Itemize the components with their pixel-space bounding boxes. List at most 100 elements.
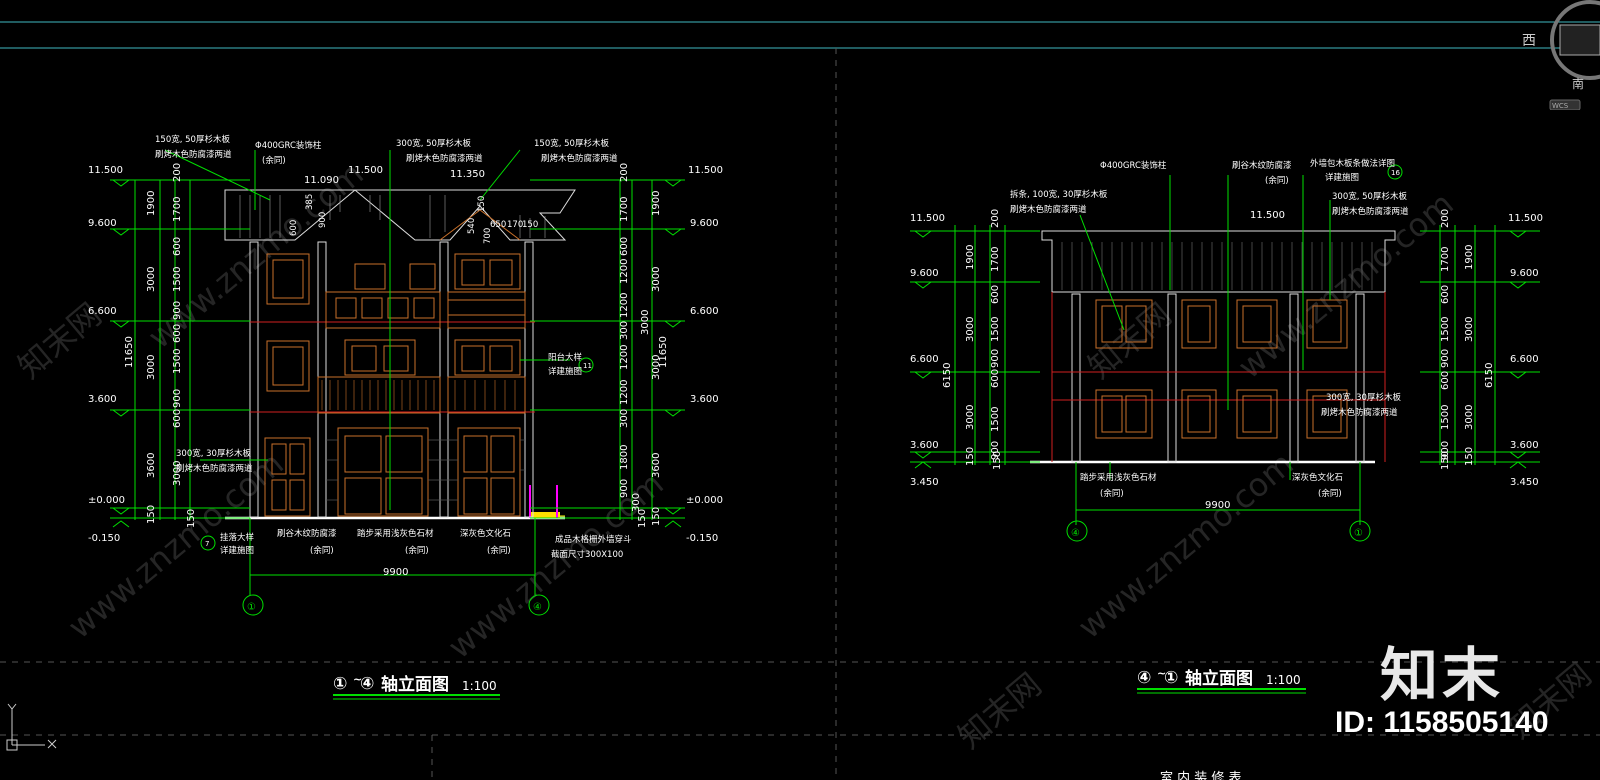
svg-text:3000: 3000 bbox=[965, 317, 976, 342]
svg-text:150: 150 bbox=[522, 220, 538, 230]
r-level-r-1: 11.500 bbox=[1508, 213, 1543, 224]
svg-text:200: 200 bbox=[172, 163, 183, 182]
svg-text:150: 150 bbox=[186, 509, 197, 528]
svg-text:900: 900 bbox=[172, 301, 183, 320]
ucs-icon bbox=[6, 703, 57, 751]
right-windows bbox=[1095, 299, 1348, 439]
svg-text:1500: 1500 bbox=[990, 407, 1001, 432]
r-level-l-5: 3.450 bbox=[910, 477, 939, 488]
axis-bubble-4 bbox=[528, 594, 550, 616]
right-elevation[interactable]: 11.500 9.600 6.600 3.600 3.450 11.500 9.… bbox=[910, 158, 1543, 694]
svg-text:~: ~ bbox=[1157, 667, 1166, 680]
watermark-cn-3: 知末网 bbox=[1081, 295, 1179, 386]
svg-text:1500: 1500 bbox=[1440, 405, 1451, 430]
brand-logo: 知末 bbox=[1380, 641, 1505, 709]
svg-text:1500: 1500 bbox=[990, 317, 1001, 342]
level-r-4: 3.600 bbox=[690, 394, 719, 405]
svg-text:150: 150 bbox=[1440, 451, 1451, 470]
svg-text:11650: 11650 bbox=[124, 336, 135, 368]
svg-text:Φ400GRC装饰柱: Φ400GRC装饰柱 bbox=[255, 140, 322, 151]
svg-text:150: 150 bbox=[477, 196, 487, 212]
svg-text:150: 150 bbox=[146, 505, 157, 524]
axis-label-1: ① bbox=[247, 602, 256, 613]
roof-level-1: 11.500 bbox=[348, 165, 383, 176]
svg-text:1900: 1900 bbox=[146, 191, 157, 216]
svg-text:3000: 3000 bbox=[146, 267, 157, 292]
columns bbox=[249, 241, 534, 518]
axis-bubble-1 bbox=[242, 594, 264, 616]
windows bbox=[264, 253, 521, 517]
svg-text:轴立面图: 轴立面图 bbox=[381, 674, 449, 695]
level-r-6: -0.150 bbox=[686, 533, 718, 544]
svg-text:200: 200 bbox=[990, 209, 1001, 228]
level-r-1: 11.500 bbox=[688, 165, 723, 176]
svg-text:300宽, 30厚杉木板: 300宽, 30厚杉木板 bbox=[1326, 392, 1401, 403]
svg-text:刷谷木纹防腐漆: 刷谷木纹防腐漆 bbox=[277, 528, 337, 539]
svg-text:600: 600 bbox=[172, 237, 183, 256]
right-notes: Φ400GRC装饰柱 刷谷木纹防腐漆 (余同) 外墙包木板条做法详图 详建施图 … bbox=[1010, 158, 1409, 499]
level-markers-left bbox=[112, 179, 682, 528]
svg-text:11650: 11650 bbox=[658, 336, 669, 368]
left-elevation[interactable]: 11.500 9.600 6.600 3.600 ±0.000 -0.150 1… bbox=[88, 134, 723, 700]
level-l-2: 9.600 bbox=[88, 218, 117, 229]
svg-text:3000: 3000 bbox=[965, 405, 976, 430]
svg-text:1200: 1200 bbox=[619, 380, 630, 405]
r-level-l-2: 9.600 bbox=[910, 268, 939, 279]
roof-level-2: 11.090 bbox=[304, 175, 339, 186]
svg-text:~: ~ bbox=[353, 673, 362, 686]
viewcube-compass[interactable]: 西 南 WCS bbox=[1520, 0, 1600, 110]
svg-text:刷烤木色防腐漆两道: 刷烤木色防腐漆两道 bbox=[1332, 206, 1409, 217]
svg-text:(余同): (余同) bbox=[405, 545, 429, 556]
roof-level-3: 11.350 bbox=[450, 169, 485, 180]
level-l-4: 3.600 bbox=[88, 394, 117, 405]
svg-text:700: 700 bbox=[483, 228, 493, 244]
wcs-label[interactable]: WCS bbox=[1552, 102, 1569, 110]
svg-text:385: 385 bbox=[305, 194, 315, 210]
svg-text:刷谷木纹防腐漆: 刷谷木纹防腐漆 bbox=[1232, 160, 1292, 171]
svg-text:(余同): (余同) bbox=[1318, 488, 1342, 499]
svg-text:600: 600 bbox=[619, 237, 630, 256]
svg-text:(余同): (余同) bbox=[262, 155, 286, 166]
svg-text:1900: 1900 bbox=[965, 245, 976, 270]
svg-text:150宽, 50厚杉木板: 150宽, 50厚杉木板 bbox=[534, 138, 609, 149]
svg-text:900: 900 bbox=[172, 389, 183, 408]
svg-text:6150: 6150 bbox=[942, 363, 953, 388]
svg-text:1900: 1900 bbox=[651, 191, 662, 216]
level-l-3: 6.600 bbox=[88, 306, 117, 317]
svg-text:900: 900 bbox=[990, 441, 1001, 460]
dimension-lines-right bbox=[910, 175, 1540, 525]
svg-text:④: ④ bbox=[1137, 668, 1151, 688]
right-elevation-title: ④ ~ ① 轴立面图 1:100 bbox=[1137, 667, 1306, 694]
svg-text:7: 7 bbox=[205, 540, 209, 548]
span-dim-left: 9900 bbox=[383, 567, 408, 578]
svg-text:刷烤木色防腐漆两道: 刷烤木色防腐漆两道 bbox=[406, 153, 483, 164]
svg-text:成品木格栅外墙穿斗: 成品木格栅外墙穿斗 bbox=[555, 534, 632, 545]
svg-text:150: 150 bbox=[965, 447, 976, 466]
svg-text:600: 600 bbox=[990, 369, 1001, 388]
svg-text:300宽, 30厚杉木板: 300宽, 30厚杉木板 bbox=[176, 448, 251, 459]
compass-west[interactable]: 西 bbox=[1522, 33, 1536, 49]
svg-text:600: 600 bbox=[289, 220, 299, 236]
left-vertical-dims: 1900 3000 3000 3600 150 11650 200 1700 6… bbox=[124, 163, 669, 528]
svg-text:(余同): (余同) bbox=[1100, 488, 1124, 499]
svg-text:600: 600 bbox=[172, 324, 183, 343]
svg-text:1800: 1800 bbox=[619, 445, 630, 470]
svg-text:(余同): (余同) bbox=[310, 545, 334, 556]
right-vertical-dims: 1900 6150 150 200 1700 600 3000 900 1500… bbox=[942, 209, 1495, 470]
level-l-1: 11.500 bbox=[88, 165, 123, 176]
svg-text:Φ400GRC装饰柱: Φ400GRC装饰柱 bbox=[1100, 160, 1167, 171]
r-level-r-2: 9.600 bbox=[1510, 268, 1539, 279]
svg-text:刷烤木色防腐漆两道: 刷烤木色防腐漆两道 bbox=[176, 463, 253, 474]
svg-text:1900: 1900 bbox=[1464, 245, 1475, 270]
svg-text:3000: 3000 bbox=[1464, 405, 1475, 430]
left-elevation-title: ① ~ ④ 轴立面图 1:100 bbox=[333, 673, 500, 700]
svg-text:④: ④ bbox=[360, 674, 374, 694]
svg-text:150: 150 bbox=[651, 507, 662, 526]
svg-text:200: 200 bbox=[619, 163, 630, 182]
svg-text:300宽, 50厚杉木板: 300宽, 50厚杉木板 bbox=[1332, 191, 1407, 202]
svg-text:1700: 1700 bbox=[172, 197, 183, 222]
compass-south[interactable]: 南 bbox=[1572, 76, 1584, 91]
svg-text:300: 300 bbox=[619, 321, 630, 340]
r-level-r-5: 3.450 bbox=[1510, 477, 1539, 488]
